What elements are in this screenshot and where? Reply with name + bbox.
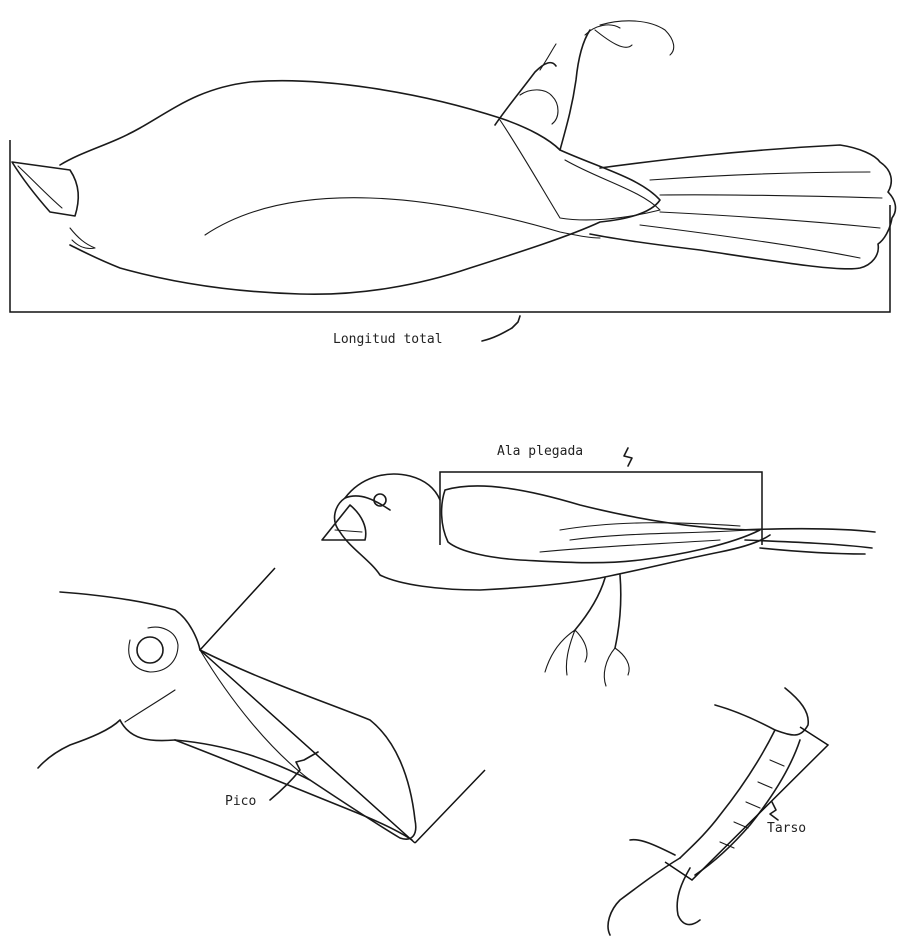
total-length-bracket bbox=[10, 140, 890, 312]
bill-tip-line bbox=[415, 770, 485, 843]
bill-lower-mandible bbox=[175, 740, 412, 840]
bird-body bbox=[335, 496, 770, 590]
total-length-label: Longitud total bbox=[333, 333, 443, 346]
head-eye-ring bbox=[129, 627, 178, 672]
specimen-total-length-figure bbox=[10, 21, 895, 341]
head-feather-edge bbox=[125, 690, 175, 722]
tarsus-bracket bbox=[665, 727, 828, 880]
bird-legs bbox=[575, 575, 621, 648]
folded-wing-pointer bbox=[624, 448, 632, 466]
bill-label: Pico bbox=[225, 795, 256, 808]
bird-wing-feather-2 bbox=[570, 530, 748, 540]
total-length-pointer bbox=[482, 316, 520, 341]
specimen-bill-line bbox=[18, 166, 62, 208]
tarsus-pointer bbox=[770, 802, 778, 820]
bird-beak bbox=[322, 505, 366, 540]
specimen-tail-feather-2 bbox=[660, 195, 882, 198]
bird-wing-feather-3 bbox=[540, 540, 720, 552]
specimen-chin bbox=[70, 228, 95, 249]
specimen-tail-feather-1 bbox=[650, 172, 870, 180]
specimen-belly-line bbox=[205, 198, 600, 238]
head-chin bbox=[38, 720, 175, 768]
bill-length-line bbox=[200, 650, 415, 843]
leg-toes bbox=[608, 840, 700, 935]
bird-foot-1 bbox=[545, 630, 587, 675]
bill-pointer bbox=[270, 752, 318, 800]
tarsus-closeup-figure bbox=[608, 688, 828, 935]
leg-thigh bbox=[715, 688, 808, 735]
specimen-wing bbox=[500, 120, 660, 220]
perched-bird-figure bbox=[322, 448, 875, 686]
specimen-foot-2 bbox=[585, 21, 674, 55]
leg-tarsus bbox=[680, 730, 800, 875]
specimen-tail bbox=[590, 145, 895, 269]
specimen-tail-feather-3 bbox=[660, 212, 880, 228]
bird-foot-2 bbox=[604, 648, 629, 686]
head-eye bbox=[137, 637, 163, 663]
bill-closeup-figure bbox=[38, 568, 485, 843]
bill-base-line bbox=[200, 568, 275, 650]
folded-wing-bracket bbox=[440, 472, 762, 545]
specimen-tail-feather-4 bbox=[640, 225, 860, 258]
bill-culmen bbox=[200, 650, 310, 780]
folded-wing-label: Ala plegada bbox=[497, 445, 583, 458]
bird-tail bbox=[740, 529, 875, 554]
tarsus-label: Tarso bbox=[767, 822, 806, 835]
bird-wing-feather-1 bbox=[560, 523, 740, 530]
